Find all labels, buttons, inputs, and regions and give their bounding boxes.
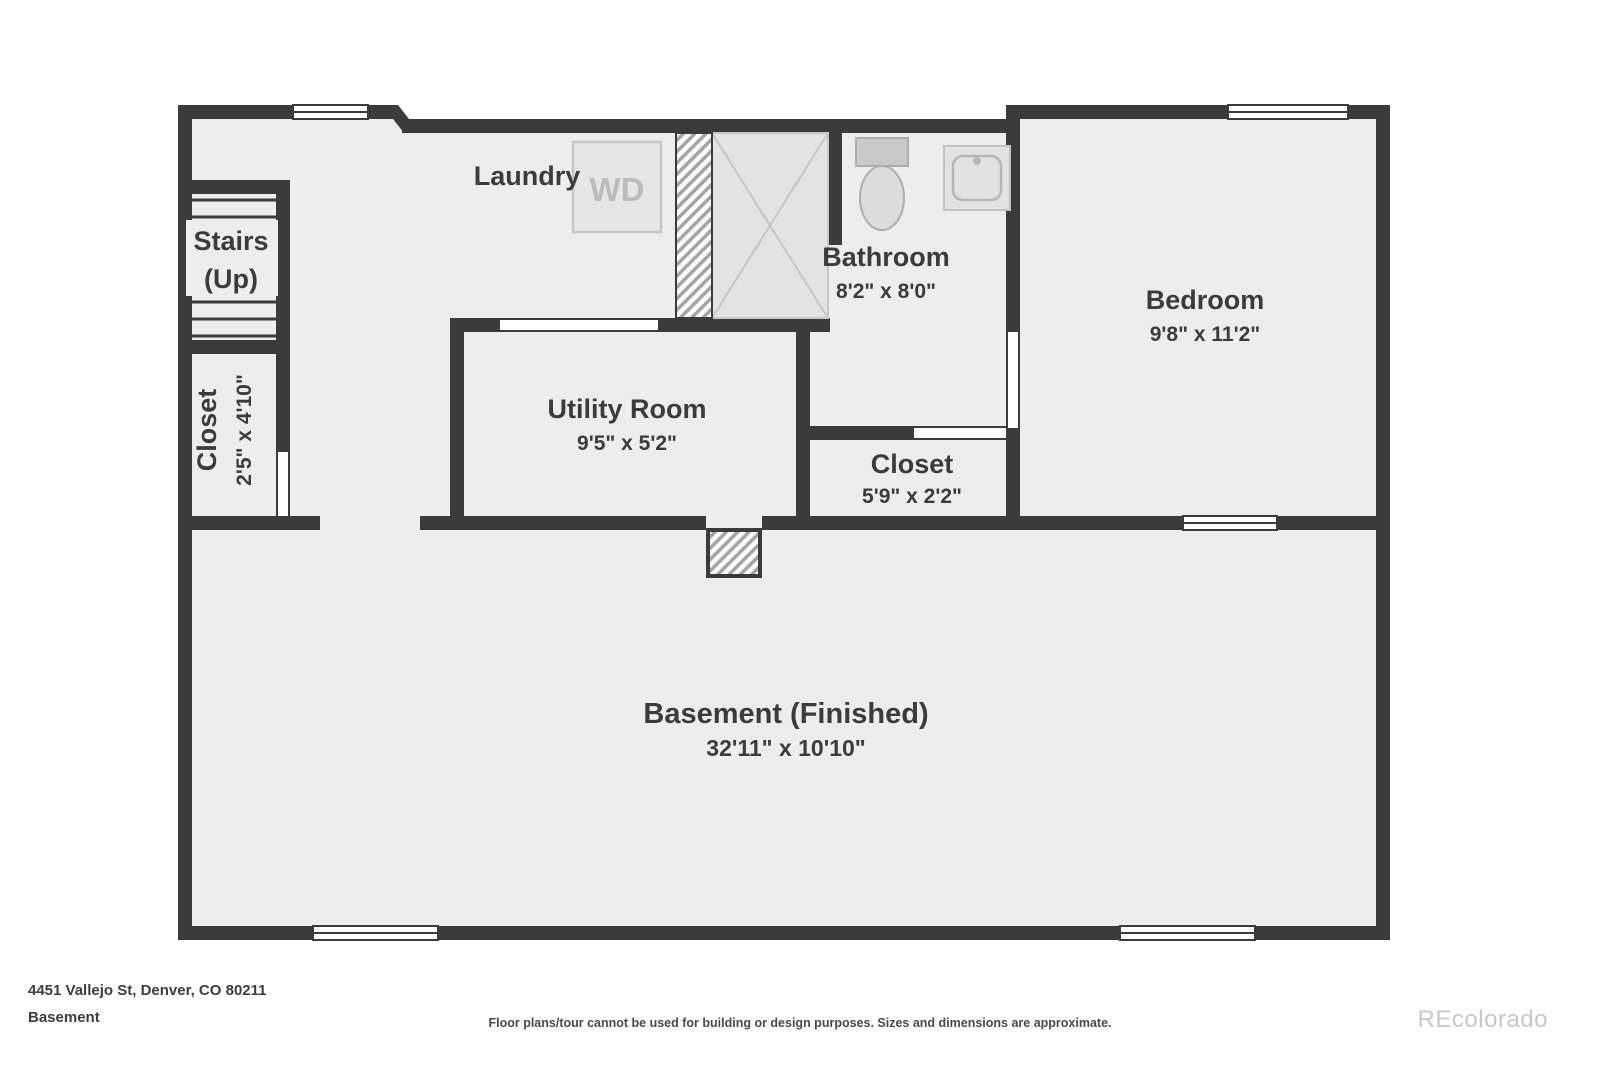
room-label-closet-left: Closet xyxy=(192,389,222,472)
sink-icon xyxy=(943,145,1011,211)
opening xyxy=(1006,332,1020,428)
wall-segment xyxy=(420,516,706,530)
room-dims-basement: 32'11" x 10'10" xyxy=(706,735,865,761)
room-label-basement: Basement (Finished) xyxy=(643,698,928,730)
wall-segment xyxy=(276,354,290,452)
wall-segment xyxy=(276,180,290,354)
wall-segment xyxy=(828,133,842,245)
fixtures: WD xyxy=(571,137,1011,234)
room-dims-closet-hall: 5'9" x 2'2" xyxy=(862,485,962,508)
disclaimer-text: Floor plans/tour cannot be used for buil… xyxy=(488,1016,1112,1030)
room-dims-bathroom: 8'2" x 8'0" xyxy=(836,280,936,303)
room-label-utility: Utility Room xyxy=(548,394,707,424)
room-dims-utility: 9'5" x 5'2" xyxy=(577,432,677,455)
stairs-label-backdrop xyxy=(186,220,278,296)
floor-name: Basement xyxy=(28,1009,100,1026)
wall-segment xyxy=(402,119,1013,133)
window xyxy=(312,925,439,941)
wall-segment xyxy=(178,180,290,194)
windows xyxy=(292,104,1349,941)
room-dims-closet-left: 2'5" x 4'10" xyxy=(233,374,256,486)
room-dims-bedroom: 9'8" x 11'2" xyxy=(1150,323,1261,346)
wall-segment xyxy=(450,318,464,530)
wall-segment xyxy=(178,516,320,530)
shower xyxy=(711,132,829,319)
wall-segment xyxy=(178,926,1390,940)
wall-segment xyxy=(762,516,1390,530)
washer-dryer-label: WD xyxy=(590,171,645,208)
recolorado-watermark: REcolorado xyxy=(1417,1006,1548,1033)
room-label-laundry: Laundry xyxy=(474,161,581,191)
room-label-stairs: Stairs xyxy=(193,226,268,256)
wall-segment xyxy=(1006,428,1020,530)
wall-segment xyxy=(810,426,914,440)
door xyxy=(706,528,762,578)
toilet-icon xyxy=(855,137,909,231)
wall-segment xyxy=(178,340,290,354)
doors xyxy=(675,132,762,578)
opening xyxy=(500,318,658,332)
room-label-stairs-up: (Up) xyxy=(204,264,258,294)
wall-segment xyxy=(796,318,810,530)
property-address: 4451 Vallejo St, Denver, CO 80211 xyxy=(28,982,267,999)
window xyxy=(292,104,369,120)
room-labels: Laundry Stairs (Up) Closet 2'5" x 4'10" … xyxy=(192,161,1264,761)
room-label-bathroom: Bathroom xyxy=(822,242,950,272)
room-label-bedroom: Bedroom xyxy=(1146,285,1265,315)
opening xyxy=(276,452,290,516)
window xyxy=(1119,925,1256,941)
opening xyxy=(914,426,1006,440)
window xyxy=(1227,104,1349,120)
window xyxy=(1182,515,1278,531)
door xyxy=(675,132,713,319)
room-label-closet-hall: Closet xyxy=(871,449,954,479)
wall-openings xyxy=(276,318,1020,516)
washer-dryer-icon: WD xyxy=(571,140,663,234)
